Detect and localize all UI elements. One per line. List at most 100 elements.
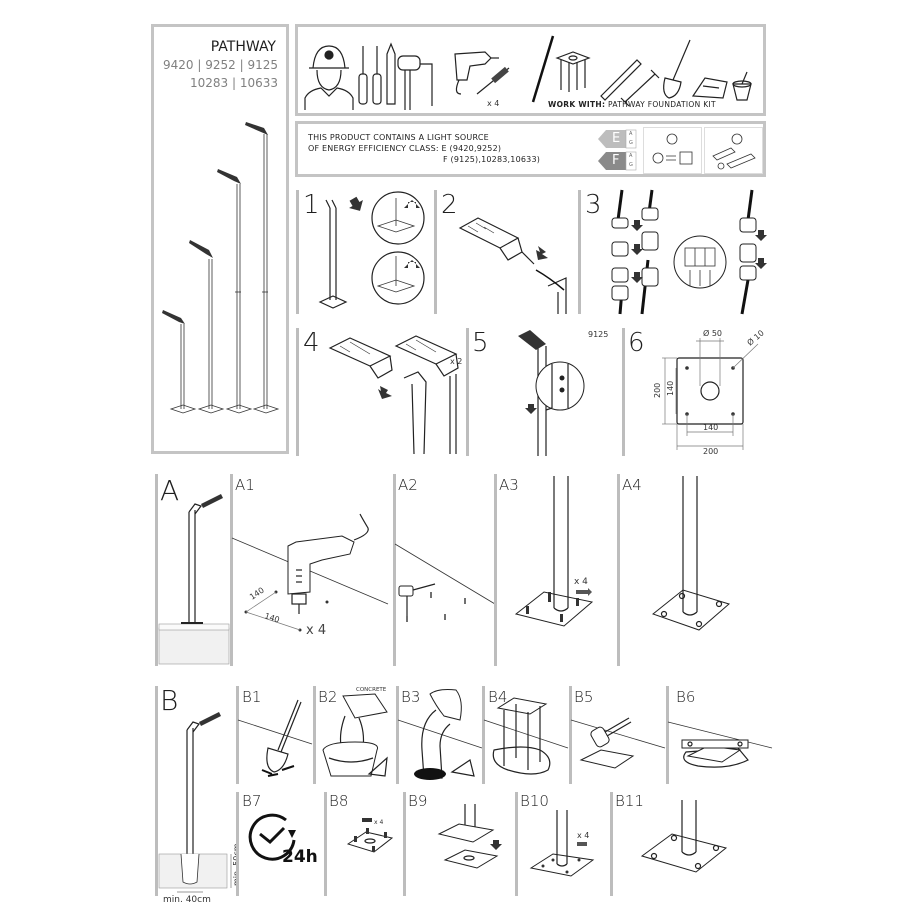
divider [230,474,233,666]
section-b-overview-illustration: min. 50cm min. 40cm [158,712,241,905]
bucket-trowel-icon [732,71,752,101]
screwdrivers-icon [358,46,382,105]
cure-time: 24h [282,847,318,867]
step-2-illustration [458,217,567,314]
step-b9-label: B9 [408,792,428,810]
dim-inner-height: 140 [666,381,675,396]
product-codes-line2: 10283 | 10633 [189,76,278,90]
divider [313,686,316,784]
energy-scale-top: A [629,131,633,137]
energy-class-f-letter: F [612,153,620,168]
step-5-illustration [518,330,585,456]
step-5-label: 5 [472,328,489,358]
spirit-level-icon [600,59,642,101]
section-a-label: A [160,474,180,507]
divider [610,792,613,896]
step-3-label: 3 [585,190,602,220]
product-name: PATHWAY [210,39,276,55]
energy-class-e-badge: E A G [598,129,638,149]
step-b3-label: B3 [401,688,421,706]
divider [296,328,299,456]
divider [578,190,581,314]
a1-dim-2: 140 [263,611,280,624]
concrete-label: CONCRETE [356,687,387,693]
a1-qty: x 4 [306,623,326,638]
step-b5-hammer-illustration [570,717,666,769]
divider [236,686,239,784]
divider [434,190,437,314]
divider [515,792,518,896]
divider [494,474,497,666]
step-b5-label: B5 [574,688,594,706]
step-a2-label: A2 [398,476,418,494]
divider [403,792,406,896]
shovel-icon [663,39,691,99]
energy-line3: F (9125),10283,10633) [443,155,541,164]
b-width-label: min. 40cm [163,895,211,905]
divider [617,474,620,666]
product-panel: PATHWAY 9420 | 9252 | 9125 10283 | 10633 [151,24,289,454]
step-b9-pole-plate-illustration [437,804,502,869]
installer-person-icon [304,45,354,110]
divider [622,328,625,456]
divider [396,686,399,784]
step-b1-label: B1 [242,688,262,706]
product-codes-line1: 9420 | 9252 | 9125 [163,58,278,72]
step-a2-anchor-illustration [394,543,496,622]
allen-key-icon [420,63,433,106]
divider [296,190,299,314]
dim-center-hole: Ø 50 [703,328,722,338]
step-b8-nuts-illustration: x 4 [346,818,394,853]
step-b4-anchor-cage-illustration [483,697,569,775]
section-a-overview-illustration [158,494,230,665]
step-a1-drill-illustration: 140 140 x 4 [231,513,389,638]
pencil-icon [386,42,396,105]
a1-dim-1: 140 [248,586,266,602]
step-b2-concrete-illustration [322,693,388,777]
step-4-label: 4 [303,328,320,358]
divider [393,474,396,666]
step-b6-label: B6 [676,688,696,706]
step-4-illustration: x 2 [328,335,462,455]
energy-line1: THIS PRODUCT CONTAINS A LIGHT SOURCE [308,133,489,142]
step-b1-dig-illustration [237,699,313,777]
dim-bolt-hole: Ø 10 [745,328,766,348]
step-b10-label: B10 [520,792,549,810]
step-a1-label: A1 [235,476,255,494]
step-a3-bolting-illustration: x 4 [514,476,594,627]
work-with-kit: PATHWAY FOUNDATION KIT [608,100,716,109]
section-b-label: B [160,684,179,717]
step-3-illustration [611,189,767,315]
dim-outer-height: 200 [653,383,662,398]
step-2-label: 2 [441,190,458,220]
divider [482,686,485,784]
light-source-replaceable-icon [643,127,702,174]
step-b3-pour-illustration [397,689,483,780]
step-b6-level-illustration [667,721,773,768]
step-a4-label: A4 [622,476,642,494]
tools-illustration: x 4 [304,35,752,110]
divider [324,792,327,896]
energy-line2: OF ENERGY EFFICIENCY CLASS: E (9420,9252… [308,144,502,153]
dim-outer-width: 200 [703,447,718,456]
step-a3-label: A3 [499,476,519,494]
step-b4-label: B4 [488,688,508,706]
b8-qty: x 4 [374,819,383,826]
step-5-model: 9125 [588,330,609,339]
wall-plug-screw-icon: x 4 [476,66,510,108]
energy-scale-top: A [629,153,633,159]
step-1-illustration [318,191,425,309]
divider [155,686,158,896]
base-plate-dimension-drawing: Ø 50 Ø 10 200 140 140 200 [653,328,766,456]
divider [155,474,158,666]
divider [466,328,469,456]
step-b7-cure-time-illustration: 24h [248,813,318,867]
energy-scale-bottom: G [629,162,633,168]
divider [569,686,572,784]
energy-panel: THIS PRODUCT CONTAINS A LIGHT SOURCE OF … [295,121,766,177]
tools-panel: x 4 WORK WITH: PATHW [295,24,766,116]
a3-qty: x 4 [574,577,588,587]
energy-class-f-badge: F A G [598,151,638,171]
step-b11-installed-illustration [640,800,728,873]
step-b7-label: B7 [242,792,262,810]
